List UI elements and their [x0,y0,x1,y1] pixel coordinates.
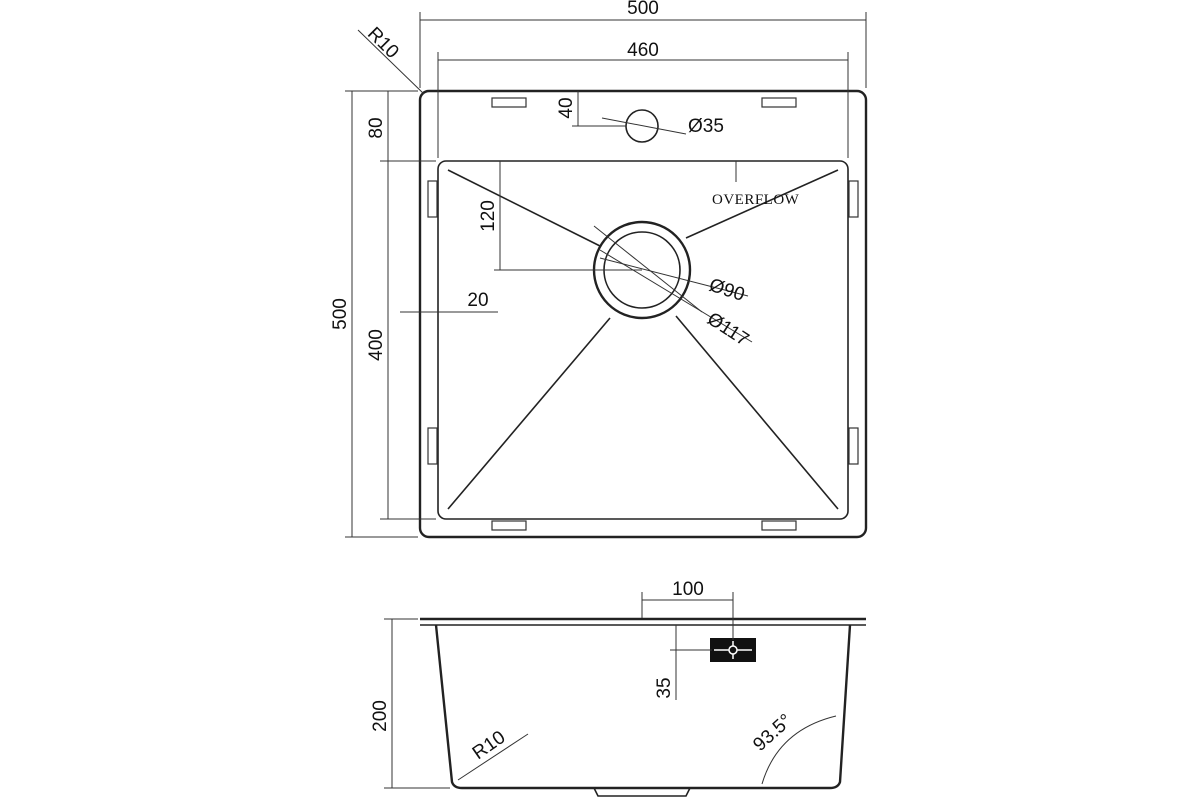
drain-stub [593,787,691,797]
dim-drain-outer-diameter: Ø117 [703,309,752,351]
dim-front-margin: 80 [366,117,387,138]
bowl-slope-line [447,169,601,247]
dim-bottom-radius: R10 [469,727,510,764]
dim-side-margin: 20 [467,290,488,311]
dim-inner-depth: 400 [366,329,387,361]
overflow-label: OVERFLOW [712,192,800,208]
dim-bowl-depth: 200 [370,700,391,732]
mounting-clip [761,520,797,531]
sink-outer-outline [418,89,868,539]
mounting-clip [848,427,859,465]
mounting-clip [491,97,527,108]
bowl-slope-line [675,315,839,510]
bowl-slope-line [685,169,839,239]
dim-overall-depth: 500 [330,298,351,330]
mounting-clip [848,180,859,218]
side-view: 100 35 200 R10 93.5° [370,579,866,797]
dim-drain-offset: 120 [478,200,499,232]
dim-tap-hole-offset: 40 [556,97,577,118]
mounting-clip [427,180,438,218]
mounting-clip [761,97,797,108]
sink-bowl-outline [437,160,849,520]
mounting-clip [427,427,438,465]
mounting-clip [491,520,527,531]
dim-tap-hole-diameter: Ø35 [688,116,724,137]
dim-overflow-height: 35 [654,677,675,698]
top-view: 500 460 R10 500 400 80 40 Ø35 OVERFLOW [330,0,868,539]
dim-inner-width: 460 [627,40,659,61]
bowl-slope-line [447,317,611,510]
dim-drain-inner-diameter: Ø90 [706,275,747,306]
dim-wall-angle: 93.5° [749,710,796,755]
bowl-profile [434,624,852,790]
dim-overall-width: 500 [627,0,659,19]
dim-corner-radius: R10 [363,23,402,62]
dim-overflow-offset: 100 [672,579,704,600]
